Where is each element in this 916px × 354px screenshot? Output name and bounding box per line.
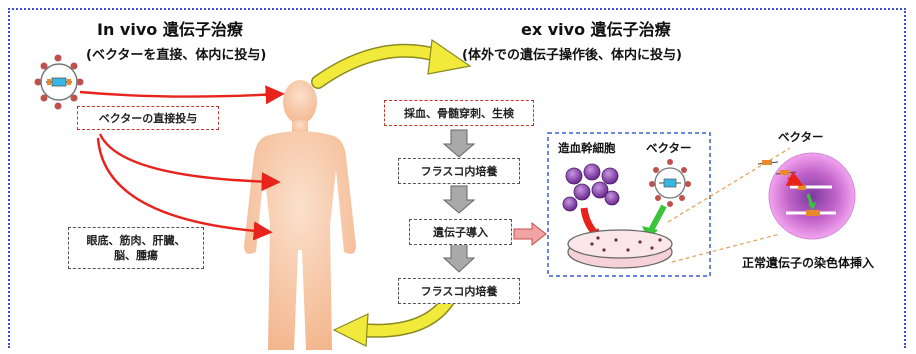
vector-label-zoom: ベクター [778,130,824,144]
dotted-frame [8,8,906,348]
green-arrow-vector [647,204,667,234]
zoom-cell-nucleus [768,152,856,240]
red-arrows-direct-injection [79,85,285,241]
in-vivo-title: In vivo 遺伝子治療 [97,20,243,39]
yellow-arrow-top [311,38,472,89]
stem-cells-cluster [562,163,620,212]
ex-vivo-title: ex vivo 遺伝子治療 [521,20,671,39]
step-gene-transfer: 遺伝子導入 [409,219,512,245]
step-sampling: 採血、骨髄穿刺、生検 [384,100,534,126]
vector-virus-icon-ex-vivo [649,159,691,207]
chromosome-insertion-caption: 正常遺伝子の染色体挿入 [742,256,875,270]
ex-vivo-subtitle: (体外での遺伝子操作後、体内に投与) [462,48,682,63]
target-organs-box: 眼底、筋肉、肝臓、 脳、腫瘍 [68,227,204,269]
step-culture-1: フラスコ内培養 [398,158,520,184]
target-organs-line1: 眼底、筋肉、肝臓、 [86,234,186,247]
step-culture-2: フラスコ内培養 [398,278,520,304]
flow-arrows-down [442,129,476,273]
zoom-lines [667,147,791,263]
yellow-arrow-bottom [332,287,459,347]
zoom-vector-fragments [757,160,804,186]
vector-virus-icon [34,54,84,110]
petri-dish [567,229,673,269]
pink-arrow-to-dish [513,221,547,247]
direct-injection-box: ベクターの直接投与 [77,106,219,130]
human-body-figure [244,80,356,350]
target-organs-line2: 脳、腫瘍 [114,249,158,262]
ex-vivo-lab-box [547,132,711,277]
vector-label-ex-vivo: ベクター [646,141,692,155]
stem-cell-label: 造血幹細胞 [558,141,616,155]
in-vivo-subtitle: (ベクターを直接、体内に投与) [86,48,267,63]
